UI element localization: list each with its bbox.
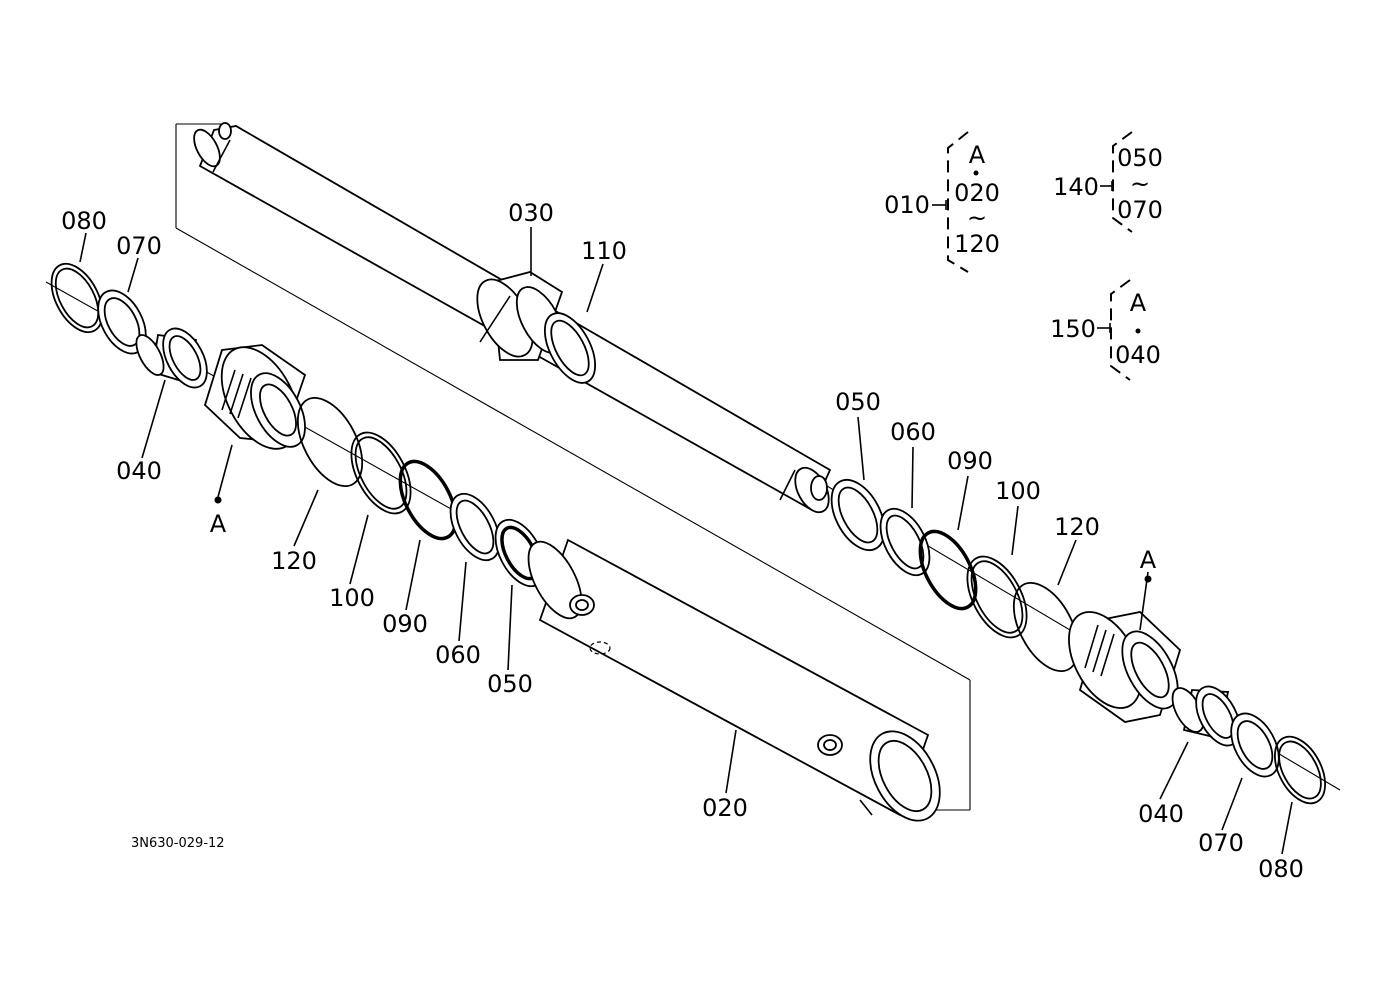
callout-090-right: 090 (947, 447, 993, 475)
group-010: 010 A 020 ~ 120 (884, 131, 1000, 273)
callout-060-left: 060 (435, 641, 481, 669)
callout-030: 030 (508, 199, 554, 227)
group-150-bottom: 040 (1115, 341, 1161, 369)
group-140-bottom: 070 (1117, 196, 1163, 224)
group-150: 150 A 040 (1050, 279, 1161, 381)
group-010-mid: 020 (954, 179, 1000, 207)
callout-080-right: 080 (1258, 855, 1304, 883)
callout-100-right: 100 (995, 477, 1041, 505)
callout-A-left: A (210, 510, 227, 538)
right-parts (830, 478, 1326, 805)
group-150-top: A (1130, 289, 1147, 317)
left-A-dot (214, 496, 222, 504)
callout-070-left: 070 (116, 232, 162, 260)
group-150-code: 150 (1050, 315, 1096, 343)
group-140-top: 050 (1117, 144, 1163, 172)
piston-rod (193, 122, 832, 514)
group-010-tilde: ~ (967, 204, 987, 232)
cylinder-tube (527, 538, 941, 822)
group-140-tilde: ~ (1130, 170, 1150, 198)
callout-A-right: A (1140, 546, 1157, 574)
leader-lines (79, 227, 1293, 855)
callout-100-left: 100 (329, 584, 375, 612)
group-140-code: 140 (1053, 173, 1099, 201)
right-A-dot (1144, 575, 1152, 583)
group-010-bottom: 120 (954, 230, 1000, 258)
group-010-top: A (969, 141, 986, 169)
callout-040-right: 040 (1138, 800, 1184, 828)
callout-110: 110 (581, 237, 627, 265)
group-140: 140 050 ~ 070 (1053, 131, 1163, 233)
callout-040-left: 040 (116, 457, 162, 485)
callout-050-left: 050 (487, 670, 533, 698)
callout-120-right: 120 (1054, 513, 1100, 541)
callout-120-left: 120 (271, 547, 317, 575)
group-010-code: 010 (884, 191, 930, 219)
callout-070-right: 070 (1198, 829, 1244, 857)
drawing-id: 3N630-029-12 (131, 836, 225, 851)
callout-050-right: 050 (835, 388, 881, 416)
callout-080-left: 080 (61, 207, 107, 235)
callout-090-left: 090 (382, 610, 428, 638)
assembly-outline (175, 123, 971, 811)
callout-020: 020 (702, 794, 748, 822)
callout-060-right: 060 (890, 418, 936, 446)
